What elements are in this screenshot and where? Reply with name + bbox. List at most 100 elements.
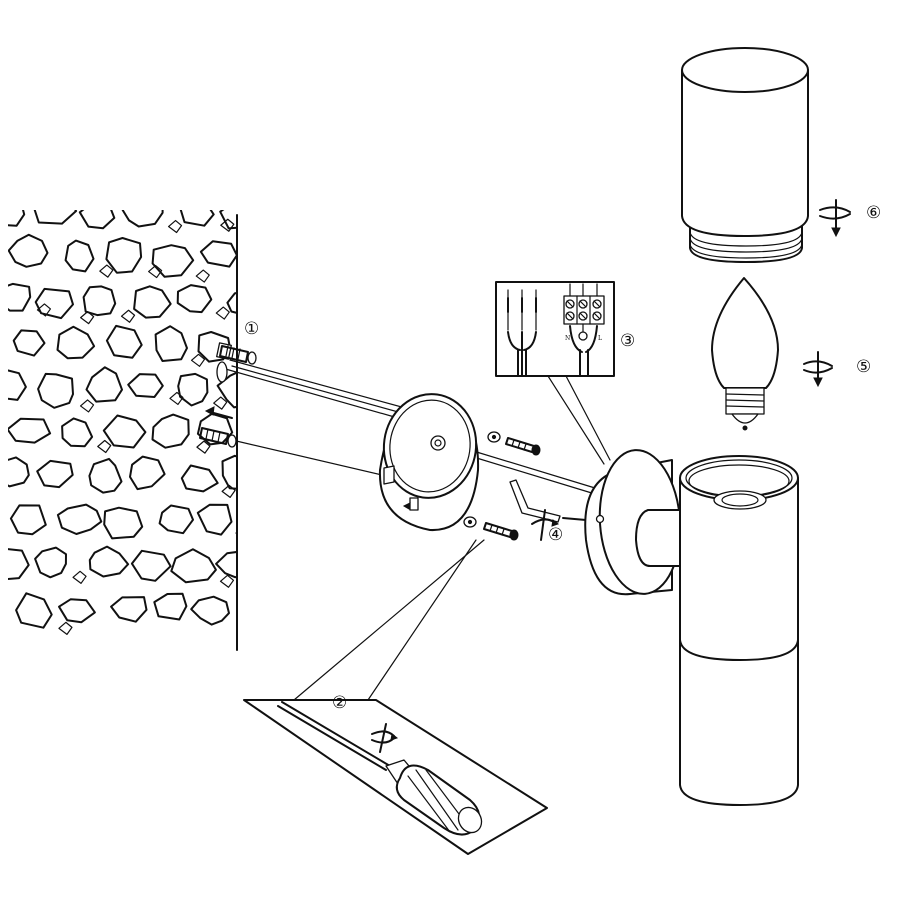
wall-stone bbox=[105, 237, 143, 274]
wall-stone-chip bbox=[169, 391, 184, 406]
wall-stone bbox=[9, 504, 47, 536]
wall-stone-chip bbox=[284, 525, 297, 537]
wall-stone bbox=[88, 457, 123, 494]
screwdriver-leader-line bbox=[293, 539, 485, 701]
wall-stone-chip bbox=[80, 311, 95, 325]
wall-stone bbox=[129, 455, 166, 491]
wall-stone bbox=[179, 210, 215, 227]
wall-stone bbox=[8, 369, 27, 401]
screw-lower bbox=[463, 516, 519, 541]
wall-plug-bottom bbox=[199, 427, 237, 448]
body-seam bbox=[679, 639, 799, 661]
wall-stone bbox=[8, 548, 30, 580]
wall-stone bbox=[215, 550, 237, 579]
terminal-block: N L bbox=[563, 283, 605, 377]
hex-key bbox=[509, 479, 587, 523]
terminal-label-l: L bbox=[598, 335, 602, 342]
wall-stone bbox=[196, 503, 233, 536]
wall-stone bbox=[221, 454, 237, 490]
wall-stone bbox=[216, 371, 237, 409]
wall-stone bbox=[153, 592, 188, 621]
step-label-5: ⑤ bbox=[856, 357, 871, 377]
wall-stone bbox=[158, 504, 194, 535]
rotate-icon-step-4 bbox=[531, 509, 560, 541]
wall-stone bbox=[56, 325, 96, 360]
wall-stone-chip bbox=[244, 260, 257, 272]
step-label-6: ⑥ bbox=[866, 203, 881, 223]
wall-stone-chip bbox=[196, 440, 211, 454]
plate-notch-left bbox=[383, 465, 395, 485]
plate-notch-bottom bbox=[409, 497, 419, 511]
step-label-2: ② bbox=[332, 693, 347, 713]
wall-stone-chip bbox=[195, 269, 210, 283]
wall-stone-chip bbox=[213, 396, 228, 410]
wall-stone bbox=[64, 239, 95, 273]
wall-stone bbox=[34, 546, 67, 579]
wall-stone-chip bbox=[219, 574, 235, 588]
wall-stone-chip bbox=[290, 350, 303, 362]
wall-stone-chip bbox=[221, 484, 236, 498]
wall-stone bbox=[176, 284, 213, 314]
fixing-rods bbox=[221, 359, 596, 495]
wall-stone bbox=[85, 366, 123, 403]
wall-stone bbox=[219, 210, 237, 230]
wall-stone bbox=[8, 233, 49, 268]
wall-stone bbox=[246, 593, 285, 622]
step-label-1: ① bbox=[244, 319, 259, 339]
wall-stone bbox=[133, 285, 172, 319]
wall-stone bbox=[121, 210, 164, 228]
wall-stone bbox=[190, 595, 230, 626]
wall-stone bbox=[88, 545, 130, 578]
wall-stone bbox=[36, 459, 74, 489]
wall-stone bbox=[246, 243, 287, 268]
rotate-icon-step-2 bbox=[371, 723, 399, 753]
wiring-leader-line bbox=[565, 375, 611, 461]
wall-stone-chip bbox=[190, 353, 206, 367]
wall-stone bbox=[33, 210, 78, 225]
wall-stones bbox=[8, 210, 303, 635]
wall-stone bbox=[127, 373, 164, 398]
step-label-4: ④ bbox=[548, 525, 563, 545]
wall-stone bbox=[34, 287, 74, 320]
wall-stone-chip bbox=[120, 309, 136, 323]
glass-shade bbox=[681, 47, 809, 263]
wall-stone-chip bbox=[215, 306, 230, 320]
stripped-wires bbox=[507, 289, 537, 377]
wall-stone bbox=[177, 372, 209, 407]
mounting-plate bbox=[378, 393, 480, 532]
wall-stone bbox=[12, 329, 46, 357]
wall-stone bbox=[102, 414, 147, 449]
screwdriver-leader-line bbox=[367, 539, 477, 701]
wall-stone bbox=[37, 372, 74, 409]
wall-stone-chip bbox=[290, 615, 303, 627]
wall-stone bbox=[82, 285, 117, 317]
wall-stone bbox=[15, 592, 53, 629]
wall-stone-chip bbox=[238, 617, 251, 629]
wall-stone-chip bbox=[167, 219, 183, 234]
wall-stone bbox=[199, 240, 237, 268]
wall-stone bbox=[236, 429, 237, 431]
wall-stone bbox=[154, 325, 188, 362]
wall-stone bbox=[8, 282, 32, 312]
wall-plug-top bbox=[216, 342, 257, 365]
wall-stone-chip bbox=[58, 621, 73, 635]
insert-arrow bbox=[204, 406, 233, 419]
wall-stone bbox=[103, 506, 144, 540]
wall-stone bbox=[151, 244, 195, 278]
wiring-detail-inset: N L bbox=[495, 281, 615, 465]
lamp-body bbox=[584, 449, 799, 806]
wall-stone bbox=[61, 417, 94, 448]
wiring-leader-line bbox=[547, 375, 605, 465]
wall-stone-chip bbox=[99, 264, 114, 278]
wall-stone-chip bbox=[148, 264, 163, 279]
wall-stone bbox=[78, 210, 116, 230]
screwdriver-detail-inset: ② bbox=[243, 539, 548, 855]
wall-stone-chip bbox=[290, 262, 303, 274]
rotate-icon-step-6 bbox=[819, 199, 851, 238]
wall-stone bbox=[180, 464, 219, 493]
wall-stone bbox=[58, 598, 96, 624]
wall-stone bbox=[226, 291, 237, 314]
wall-stone bbox=[151, 413, 190, 449]
wall-stone-chip bbox=[97, 439, 112, 454]
